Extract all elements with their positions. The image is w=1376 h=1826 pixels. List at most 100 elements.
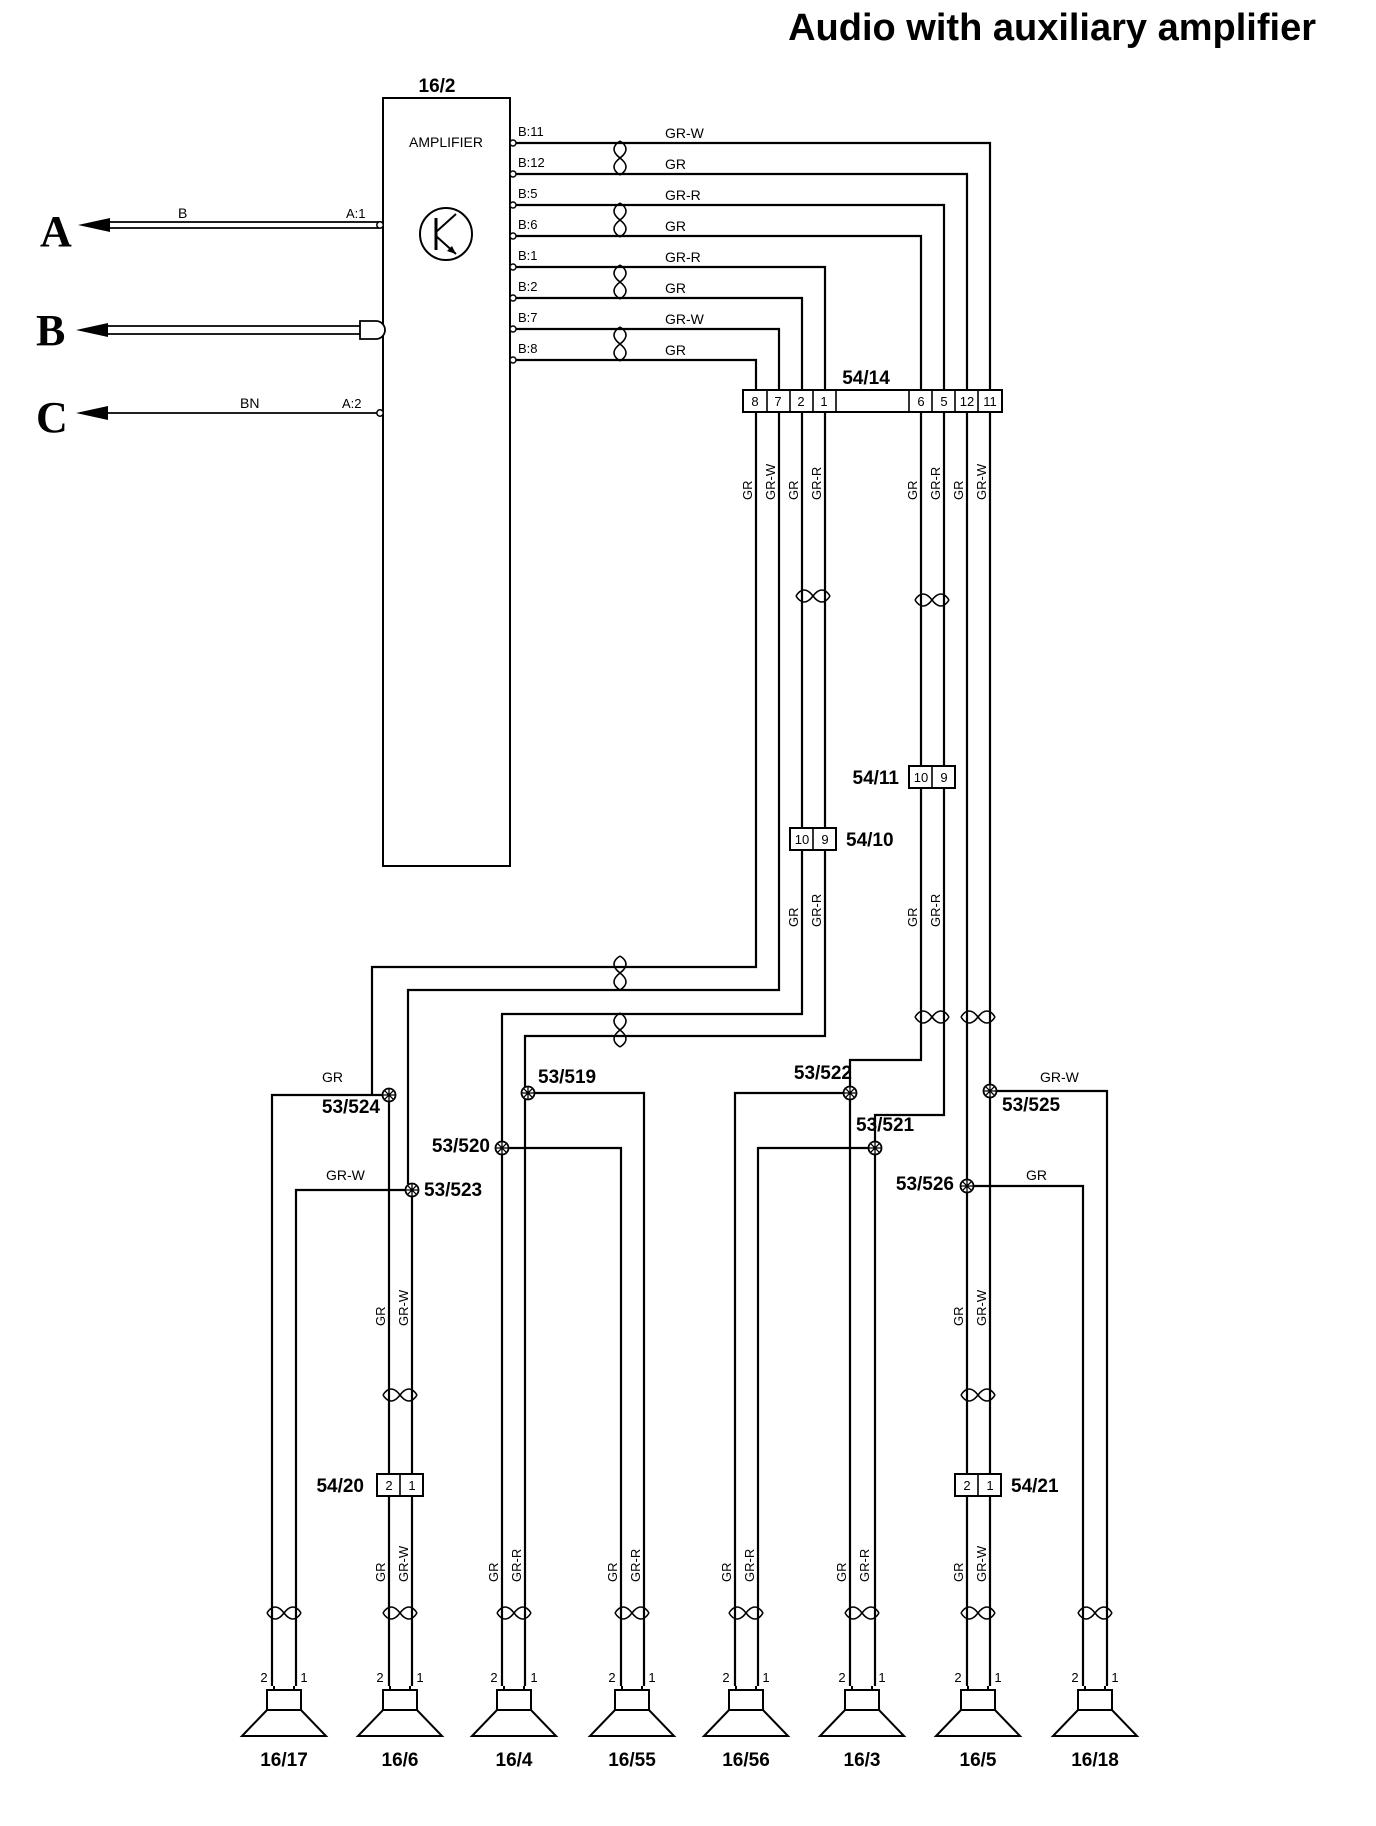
- speaker-16-6: 2 1 16/6: [357, 1670, 443, 1771]
- connector-54-21-id: 54/21: [1011, 1476, 1059, 1497]
- pin-b1: B:1: [518, 248, 538, 263]
- output-c-letter: C: [36, 393, 68, 442]
- speaker-16-17: 2 1 16/17: [241, 1670, 327, 1771]
- speaker-16-55: 2 1 16/55: [589, 1670, 675, 1771]
- vertical-wire-label: GR-W: [763, 463, 778, 500]
- pin-b6: B:6: [518, 217, 538, 232]
- vertical-wire-label: GR-W: [396, 1545, 411, 1582]
- connector-pin: 2: [797, 394, 804, 409]
- amplifier-id: 16/2: [419, 76, 456, 97]
- wire-color-label: GR: [1026, 1167, 1047, 1183]
- wire-color-label: GR-W: [1040, 1069, 1080, 1085]
- connector-54-20: 2 1 54/20: [316, 1473, 424, 1497]
- speaker-pin: 1: [648, 1670, 655, 1685]
- connector-pin: 10: [914, 770, 928, 785]
- connector-pin: 8: [751, 394, 758, 409]
- splice-label-53-525: 53/525: [1002, 1095, 1061, 1116]
- vertical-wire-label: GR-R: [809, 467, 824, 500]
- connector-pin: 12: [960, 394, 974, 409]
- output-a-letter: A: [40, 207, 72, 256]
- wire-color-label: GR-W: [665, 311, 705, 327]
- vertical-wire-label: GR: [905, 908, 920, 928]
- speaker-pin: 2: [1071, 1670, 1078, 1685]
- wire-color-label: GR: [322, 1069, 343, 1085]
- speaker-16-56: 2 1 16/56: [703, 1670, 789, 1771]
- splice-label-53-522: 53/522: [794, 1063, 852, 1084]
- vertical-wire-label: GR: [605, 1563, 620, 1583]
- connector-pin: 2: [963, 1478, 970, 1493]
- vertical-wire-label: GR-R: [628, 1549, 643, 1582]
- wire-color-label: GR-W: [665, 125, 705, 141]
- connector-54-14: 54/14 8 7 2 1 6 5 12 11: [742, 368, 1003, 413]
- vertical-wire-label: GR: [951, 1307, 966, 1327]
- vertical-wire-label: GR: [905, 481, 920, 501]
- pin-b8: B:8: [518, 341, 538, 356]
- connector-pin: 1: [408, 1478, 415, 1493]
- vertical-wire-label: GR-R: [857, 1549, 872, 1582]
- vertical-wire-label: GR-R: [742, 1549, 757, 1582]
- speaker-16-18: 2 1 16/18: [1052, 1670, 1138, 1771]
- vertical-wire-label: GR-W: [974, 1545, 989, 1582]
- amplifier-output-wires: [509, 139, 992, 396]
- vertical-wire-label: GR: [834, 1563, 849, 1583]
- speaker-pin: 2: [608, 1670, 615, 1685]
- connector-54-11-id: 54/11: [853, 768, 900, 789]
- pin-b5: B:5: [518, 186, 538, 201]
- speaker-label: 16/6: [382, 1750, 419, 1771]
- speaker-16-4: 2 1 16/4: [471, 1670, 557, 1771]
- speaker-label: 16/56: [722, 1750, 770, 1771]
- vertical-wire-label: GR-R: [509, 1549, 524, 1582]
- speaker-label: 16/4: [496, 1750, 533, 1771]
- amplifier-transistor-icon: [419, 207, 473, 261]
- connector-54-21: 2 1 54/21: [954, 1473, 1059, 1497]
- vertical-wire-labels-bottom: GR GR-W GR GR-W GR GR-W GR GR-R GR GR-R …: [373, 1289, 989, 1582]
- connector-pin: 1: [820, 394, 827, 409]
- pin-b12: B:12: [518, 155, 545, 170]
- splice-label-53-521: 53/521: [856, 1115, 915, 1136]
- connector-pin: 11: [983, 394, 997, 409]
- speaker-label: 16/5: [960, 1750, 997, 1771]
- connector-54-10-id: 54/10: [846, 830, 894, 851]
- output-c-wire: BN: [240, 395, 259, 411]
- connector-pin: 6: [917, 394, 924, 409]
- wire-color-label: GR: [665, 156, 686, 172]
- connector-pin: 9: [940, 770, 947, 785]
- pin-b11: B:11: [518, 124, 544, 139]
- amplifier-label: AMPLIFIER: [409, 134, 483, 150]
- vertical-wire-label: GR: [951, 1563, 966, 1583]
- wire-color-label: GR: [665, 342, 686, 358]
- wire-color-label: GR-R: [665, 187, 701, 203]
- harness-wires: [370, 412, 996, 1686]
- splice-labels: 53/524 53/523 53/520 53/519 53/522 53/52…: [322, 1063, 1080, 1201]
- speaker-feeds: [266, 1083, 1113, 1686]
- connector-pin: 9: [821, 832, 828, 847]
- vertical-wire-label: GR-R: [928, 894, 943, 927]
- speaker-pin: 1: [1111, 1670, 1118, 1685]
- splice-label-53-526: 53/526: [896, 1174, 954, 1195]
- output-c: C BN A:2: [36, 393, 384, 442]
- vertical-wire-label: GR-R: [809, 894, 824, 927]
- pin-a2: A:2: [342, 396, 362, 411]
- vertical-wire-label: GR: [486, 1563, 501, 1583]
- pin-b7: B:7: [518, 310, 538, 325]
- speaker-label: 16/17: [260, 1750, 308, 1771]
- speaker-16-3: 2 1 16/3: [819, 1670, 905, 1771]
- speaker-pin: 1: [762, 1670, 769, 1685]
- speaker-label: 16/18: [1071, 1750, 1119, 1771]
- speaker-pin: 1: [994, 1670, 1001, 1685]
- vertical-wire-label: GR-W: [974, 1289, 989, 1326]
- pin-b2: B:2: [518, 279, 538, 294]
- connector-pin: 7: [774, 394, 781, 409]
- connector-pin: 5: [940, 394, 947, 409]
- output-a: A B A:1: [40, 205, 384, 256]
- connector-54-20-id: 54/20: [316, 1476, 364, 1497]
- speaker-label: 16/3: [844, 1750, 881, 1771]
- splice-label-53-519: 53/519: [538, 1067, 596, 1088]
- splice-label-53-524: 53/524: [322, 1097, 381, 1118]
- speaker-pin: 2: [722, 1670, 729, 1685]
- speaker-pin: 2: [954, 1670, 961, 1685]
- wire-color-label: GR-W: [326, 1167, 366, 1183]
- vertical-wire-label: GR-W: [396, 1289, 411, 1326]
- wire-color-label: GR: [665, 280, 686, 296]
- diagram-title: Audio with auxiliary amplifier: [788, 7, 1316, 49]
